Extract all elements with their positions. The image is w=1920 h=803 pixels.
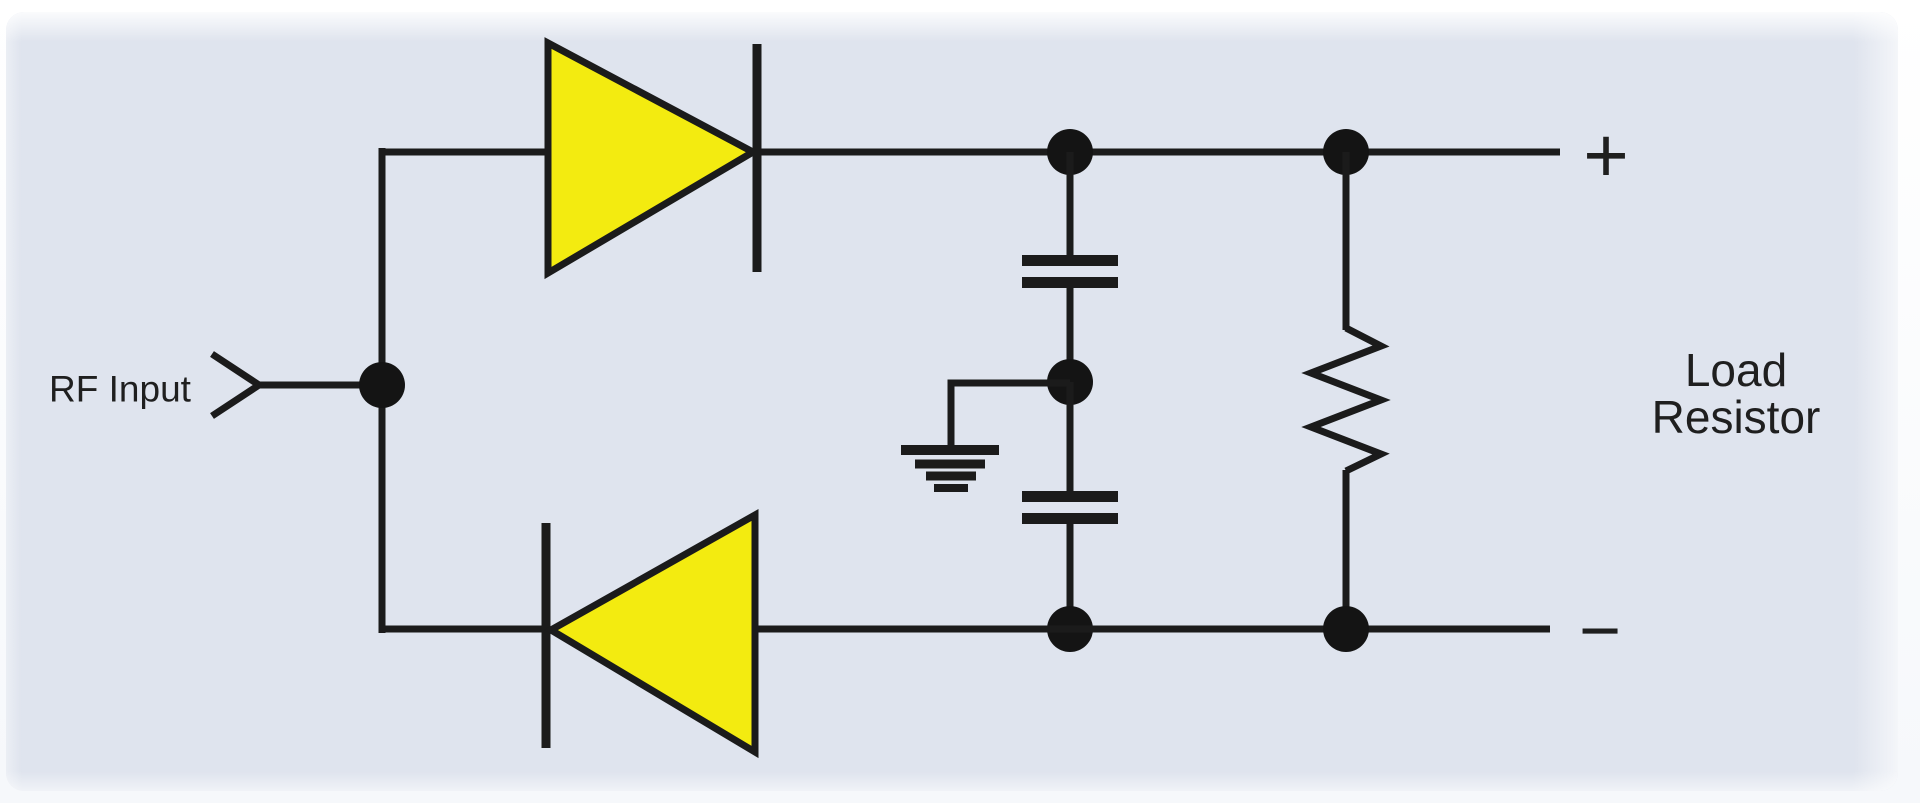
capacitor-plate bbox=[1022, 491, 1118, 502]
top-diode-triangle bbox=[544, 37, 761, 280]
junction-dot-bottom-resistor bbox=[1323, 606, 1369, 652]
ground-symbol bbox=[901, 379, 1070, 492]
load-resistor-label-line1: Load bbox=[1685, 344, 1787, 396]
rf-input-chevron-icon bbox=[210, 351, 266, 419]
negative-terminal-label: − bbox=[1579, 591, 1621, 671]
capacitor-plate bbox=[1022, 277, 1118, 288]
resistor-zigzag bbox=[1301, 324, 1391, 475]
top-diode bbox=[379, 37, 1560, 280]
rf-input-label: RF Input bbox=[49, 369, 192, 410]
ground-tap-wire bbox=[947, 379, 1070, 447]
positive-terminal-label: + bbox=[1583, 111, 1629, 199]
filter-capacitor-top bbox=[1022, 255, 1118, 288]
junction-dot-input bbox=[359, 362, 405, 408]
capacitor-column bbox=[901, 129, 1118, 652]
capacitor-plate bbox=[1022, 513, 1118, 524]
filter-capacitor-bottom bbox=[1022, 491, 1118, 524]
load-resistor bbox=[1301, 129, 1391, 652]
bottom-diode-triangle bbox=[544, 509, 759, 759]
bottom-diode bbox=[382, 509, 1550, 759]
capacitor-plate bbox=[1022, 255, 1118, 266]
load-resistor-label-line2: Resistor bbox=[1652, 391, 1821, 443]
